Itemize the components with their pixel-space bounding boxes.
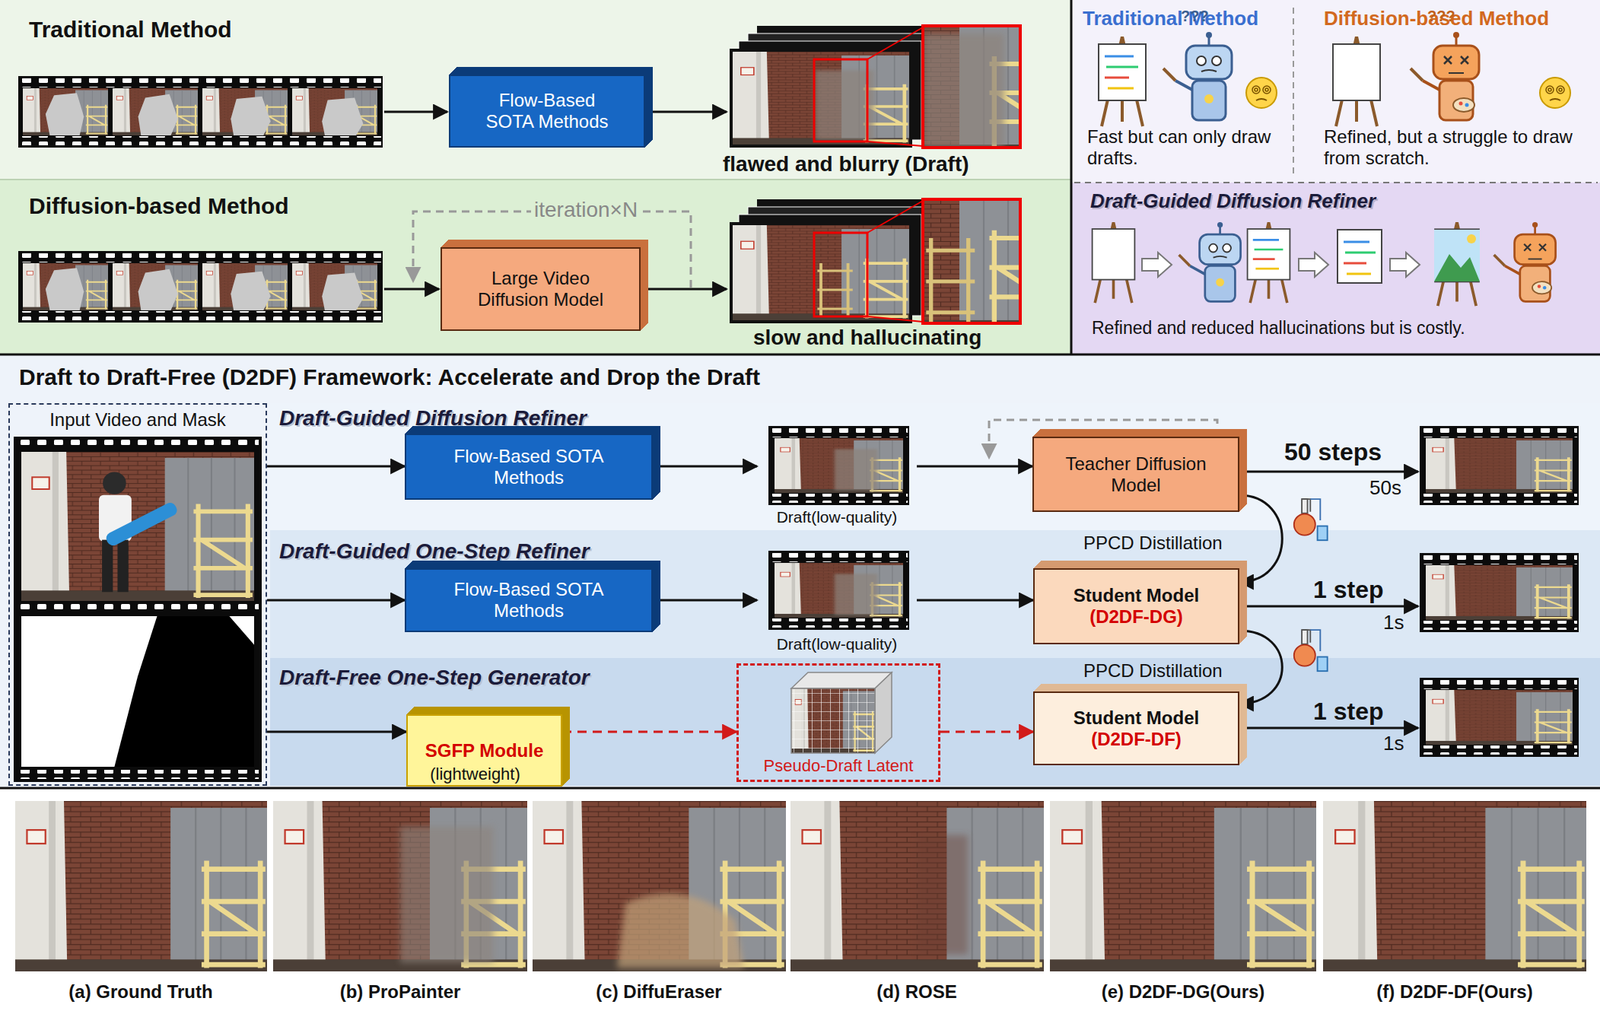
timing-label: 1 step bbox=[1313, 575, 1384, 605]
caption: (f) D2DF-DF(Ours) bbox=[1321, 981, 1588, 1003]
model-box: Teacher Diffusion Model bbox=[1032, 436, 1240, 513]
box-label: Student Model bbox=[1073, 707, 1200, 729]
panel-title: Diffusion-based Method bbox=[28, 193, 290, 220]
model-box: Student Model(D2DF-DG) bbox=[1033, 568, 1240, 645]
box-label: Teacher Diffusion Model bbox=[1044, 453, 1228, 496]
panel-caption: Refined and reduced hallucinations but i… bbox=[1091, 318, 1594, 338]
confusion-mark: ??? bbox=[1180, 7, 1209, 26]
timing-label: 50s bbox=[1369, 476, 1402, 500]
caption: (c) DiffuEraser bbox=[525, 981, 793, 1003]
row-band: Draft-Guided Diffusion RefinerFlow-Based… bbox=[270, 403, 1600, 531]
caption: (a) Ground Truth bbox=[7, 981, 274, 1003]
draft-strip: Draft(low-quality) bbox=[757, 550, 917, 657]
annotation: flawed and blurry (Draft) bbox=[722, 152, 970, 177]
timing-label: 1s bbox=[1383, 610, 1404, 635]
box-label: Pseudo-Draft Latent bbox=[738, 756, 939, 776]
caption: (b) ProPainter bbox=[267, 981, 534, 1003]
latent-box: Pseudo-Draft Latent bbox=[736, 663, 941, 783]
input-box: Input Video and Mask bbox=[8, 403, 268, 786]
row-title: Draft-Guided Diffusion Refiner bbox=[279, 406, 587, 431]
panel-title: Draft to Draft-Free (D2DF) Framework: Ac… bbox=[19, 364, 761, 392]
comic-panel: Diffusion-based MethodRefined, but a str… bbox=[1293, 0, 1600, 182]
panel-title: Draft-Guided Diffusion Refiner bbox=[1090, 190, 1376, 214]
process-box: Flow-Based SOTA Methods bbox=[404, 433, 653, 500]
connector bbox=[652, 465, 758, 468]
box-label: Flow-Based SOTA Methods bbox=[452, 578, 605, 621]
strip-label: Draft(low-quality) bbox=[757, 508, 917, 527]
connector bbox=[916, 465, 1033, 468]
row-band: Draft-Guided One-Step RefinerFlow-Based … bbox=[270, 530, 1600, 659]
panel-caption: Fast but can only draw drafts. bbox=[1087, 126, 1282, 169]
panel-title: Traditional Method bbox=[28, 16, 233, 44]
box-label: Flow-Based SOTA Methods bbox=[474, 89, 620, 132]
timing-label: 50 steps bbox=[1284, 438, 1382, 467]
edge-label: PPCD Distillation bbox=[1080, 660, 1226, 682]
model-box: Student Model(D2DF-DF) bbox=[1033, 691, 1240, 766]
comic-panel: Traditional MethodFast but can only draw… bbox=[1071, 0, 1294, 182]
box-label: Flow-Based SOTA Methods bbox=[452, 445, 605, 488]
confusion-mark: ??? bbox=[1427, 7, 1456, 26]
connector bbox=[1239, 630, 1282, 704]
timing-label: 1 step bbox=[1313, 697, 1384, 726]
box-title: Input Video and Mask bbox=[9, 409, 266, 431]
box-label: Large Video Diffusion Model bbox=[461, 267, 621, 310]
connector bbox=[562, 731, 737, 734]
panel-caption: Refined, but a struggle to draw from scr… bbox=[1323, 126, 1583, 169]
connector bbox=[652, 599, 758, 602]
panel-title: Traditional Method bbox=[1082, 7, 1259, 31]
box-note: (lightweight) bbox=[392, 764, 558, 784]
annotation: slow and hallucinating bbox=[753, 325, 982, 350]
draft-strip: Draft(low-quality) bbox=[757, 426, 917, 531]
connector bbox=[1239, 495, 1282, 583]
comic-panel: Draft-Guided Diffusion RefinerRefined an… bbox=[1071, 182, 1600, 353]
process-box: Flow-Based SOTA Methods bbox=[448, 74, 646, 148]
caption: (d) ROSE bbox=[783, 981, 1050, 1003]
row-band: Draft-Free One-Step GeneratorSGFP Module… bbox=[270, 658, 1600, 786]
connector bbox=[267, 599, 405, 602]
row-title: Draft-Guided One-Step Refiner bbox=[279, 539, 590, 564]
box-sublabel: (D2DF-DF) bbox=[1091, 728, 1182, 751]
process-box: Flow-Based SOTA Methods bbox=[404, 568, 653, 633]
box-label: Student Model bbox=[1073, 585, 1200, 607]
row-title: Draft-Free One-Step Generator bbox=[279, 665, 590, 691]
box-sublabel: (D2DF-DG) bbox=[1089, 606, 1184, 628]
strip-label: Draft(low-quality) bbox=[757, 635, 917, 654]
loop-label: iteration×N bbox=[531, 197, 641, 223]
timing-label: 1s bbox=[1383, 731, 1404, 756]
connector bbox=[267, 731, 407, 734]
caption: (e) D2DF-DG(Ours) bbox=[1049, 981, 1317, 1003]
connector bbox=[267, 465, 405, 468]
edge-label: PPCD Distillation bbox=[1080, 532, 1226, 554]
connector bbox=[916, 599, 1034, 602]
connector bbox=[940, 731, 1034, 734]
model-box: Large Video Diffusion Model bbox=[440, 247, 641, 331]
box-label: SGFP Module bbox=[425, 740, 544, 762]
module-box: SGFP Module(lightweight) bbox=[406, 714, 563, 787]
